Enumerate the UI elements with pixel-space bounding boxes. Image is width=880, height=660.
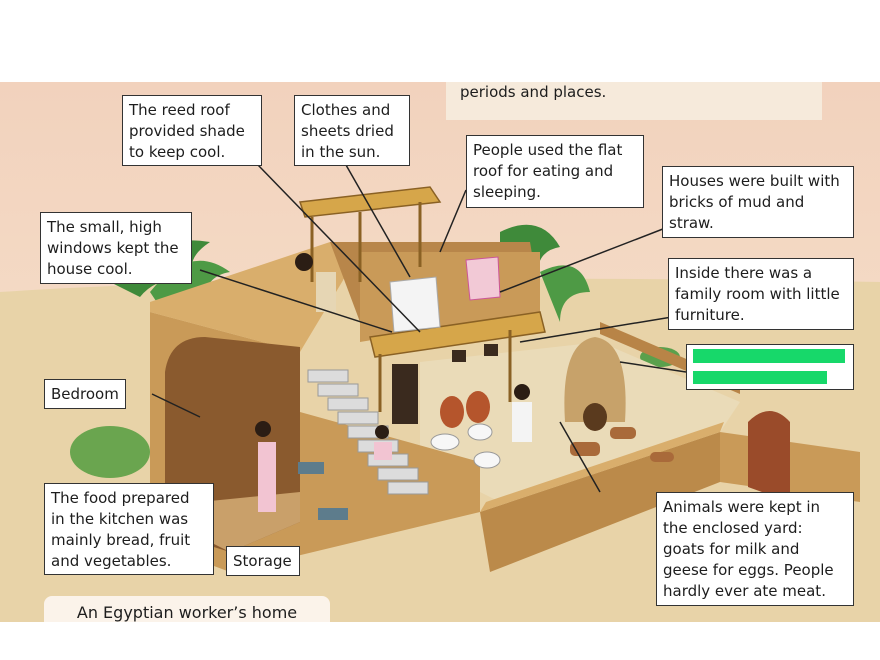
clay-oven [564,337,626,422]
label-animals: Animals were kept in the enclosed yard: … [656,492,854,606]
label-flat-roof: People used the flat roof for eating and… [466,135,644,208]
people [255,253,532,512]
drying-cloth [465,256,501,301]
house-windows [452,344,498,362]
label-reed-roof: The reed roof provided shade to keep coo… [122,95,262,166]
wooden-door [748,411,790,502]
label-bedroom: Bedroom [44,379,126,409]
geese [430,423,501,469]
storage-shelves [298,462,348,520]
house-door [392,364,418,424]
label-windows: The small, high windows kept the house c… [40,212,192,284]
label-food: The food prepared in the kitchen was mai… [44,483,214,575]
yard-wall-top [480,422,724,512]
redaction-mark [693,371,827,384]
intro-text-fragment: periods and places. [446,82,822,120]
label-clothes: Clothes and sheets dried in the sun. [294,95,410,166]
pointer-lines [151,164,687,493]
bottom-margin [0,622,880,660]
figure-caption: An Egyptian worker’s home [44,596,330,626]
reed-roofs [298,186,546,412]
label-family-room: Inside there was a family room with litt… [668,258,854,330]
label-bricks: Houses were built with bricks of mud and… [662,166,854,238]
label-storage: Storage [226,546,300,576]
redaction-mark [693,349,845,363]
clay-jars [440,391,490,428]
yard-wall-front [480,432,720,572]
drying-sheet [389,276,441,333]
